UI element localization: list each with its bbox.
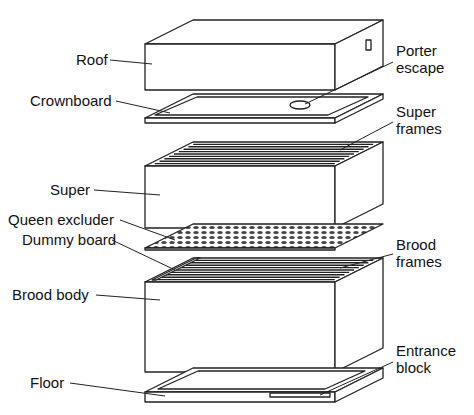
part-label: Super frames <box>396 103 456 137</box>
leader-line <box>320 362 393 395</box>
leader-line <box>340 122 393 150</box>
part-label: Queen excluder <box>8 211 128 228</box>
part-label: Floor <box>30 374 90 391</box>
part-label: Brood body <box>12 286 102 303</box>
queen-excluder-sheet <box>145 224 383 248</box>
crownboard-side <box>335 94 383 123</box>
porter-escape-hole <box>290 101 310 109</box>
part-label: Super <box>50 181 110 198</box>
floor-inner <box>158 371 365 389</box>
roof-side <box>335 20 383 90</box>
crownboard-front <box>145 118 335 123</box>
leader-line <box>340 254 393 268</box>
part-label: Entrance block <box>396 342 471 376</box>
leader-line <box>70 383 165 396</box>
super-side <box>335 142 383 228</box>
leader-lines <box>70 60 393 396</box>
leader-line <box>96 295 160 300</box>
roof-vent <box>366 40 371 50</box>
floor-front <box>145 392 335 402</box>
part-label: Porter escape <box>396 42 466 76</box>
leader-line <box>112 240 175 270</box>
part-label: Brood frames <box>396 236 456 270</box>
queen-excluder-edge <box>145 248 335 250</box>
leader-line <box>110 60 152 64</box>
leader-line <box>305 62 393 104</box>
leader-line <box>116 101 170 113</box>
roof-front <box>145 44 335 90</box>
part-label: Roof <box>76 51 136 68</box>
super-front <box>145 166 335 228</box>
crownboard-rim <box>155 97 368 115</box>
leader-line <box>120 220 175 240</box>
leader-line <box>94 190 160 195</box>
dummy-board <box>152 258 200 280</box>
part-label: Dummy board <box>22 231 122 248</box>
brood-side <box>335 258 383 372</box>
part-label: Crownboard <box>30 92 130 109</box>
super-frames <box>155 144 373 163</box>
brood-front <box>145 282 335 372</box>
